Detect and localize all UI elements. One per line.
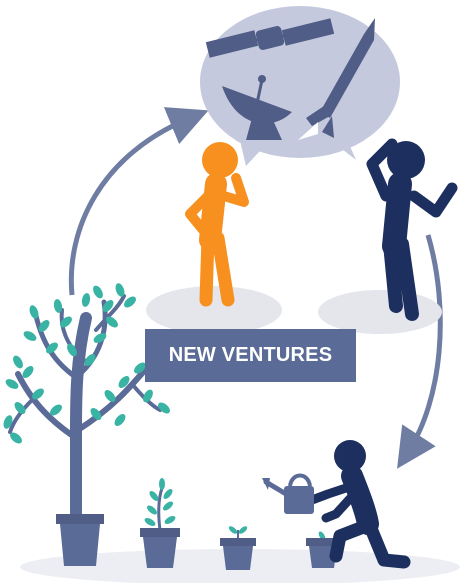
shadow-thinker bbox=[146, 286, 282, 334]
rocket-icon bbox=[298, 18, 375, 140]
shadow-navy-person bbox=[318, 290, 442, 334]
watering-can-icon bbox=[262, 473, 314, 514]
pot-sapling bbox=[140, 478, 180, 568]
kneeling-person bbox=[307, 440, 411, 569]
new-ventures-banner: NEW VENTURES bbox=[145, 329, 356, 382]
cycle-arrow-down bbox=[397, 234, 443, 469]
tree bbox=[3, 283, 170, 526]
thinker-person bbox=[185, 142, 249, 307]
pot-seedling bbox=[220, 526, 256, 570]
satellite-dish-icon bbox=[222, 75, 292, 140]
navy-person bbox=[366, 138, 458, 321]
banner-label: NEW VENTURES bbox=[168, 344, 333, 366]
pot-tree bbox=[56, 514, 104, 566]
satellite-icon bbox=[205, 18, 335, 58]
cycle-arrow-up bbox=[68, 107, 209, 296]
pot-sprout bbox=[306, 531, 340, 568]
